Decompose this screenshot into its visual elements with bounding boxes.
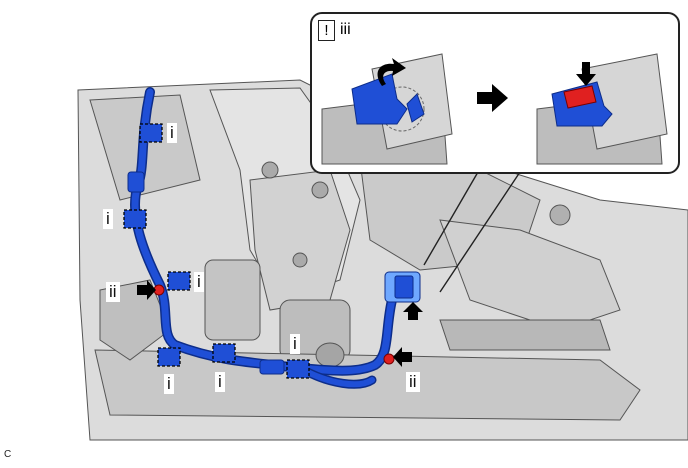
step-label: iii [340,21,351,38]
clip-marker [167,271,191,291]
clip-marker [286,359,310,379]
black-arrow-icon [393,347,412,367]
right-arrow-icon [477,84,508,112]
clamp-markers [153,284,395,365]
clip-label: i [194,272,204,292]
black-arrow-icon [403,302,423,320]
callout-lines [423,171,521,293]
corner-code: C [4,449,12,460]
inset-illustration [321,53,668,165]
clip-label: i [215,372,225,392]
attention-icon: ! [318,20,335,41]
inset-left-view [321,53,453,165]
pointer-arrows [137,280,423,367]
detail-inset: ! iii [310,12,680,174]
down-push-arrow-icon [576,62,596,86]
clip-marker [123,209,147,229]
clip-markers [123,123,310,379]
clamp-label: ii [406,372,420,392]
curved-push-arrow-icon [377,58,406,86]
clip-label: i [290,334,300,354]
clamp-label: ii [106,282,120,302]
clip-label: i [167,123,177,143]
clip-label: i [164,374,174,394]
clip-label: i [103,209,113,229]
inset-right-view [536,53,668,165]
clamp-marker [383,353,395,365]
clip-marker [157,347,181,367]
black-arrow-icon [137,280,156,300]
clip-marker [212,343,236,363]
clip-marker [139,123,163,143]
